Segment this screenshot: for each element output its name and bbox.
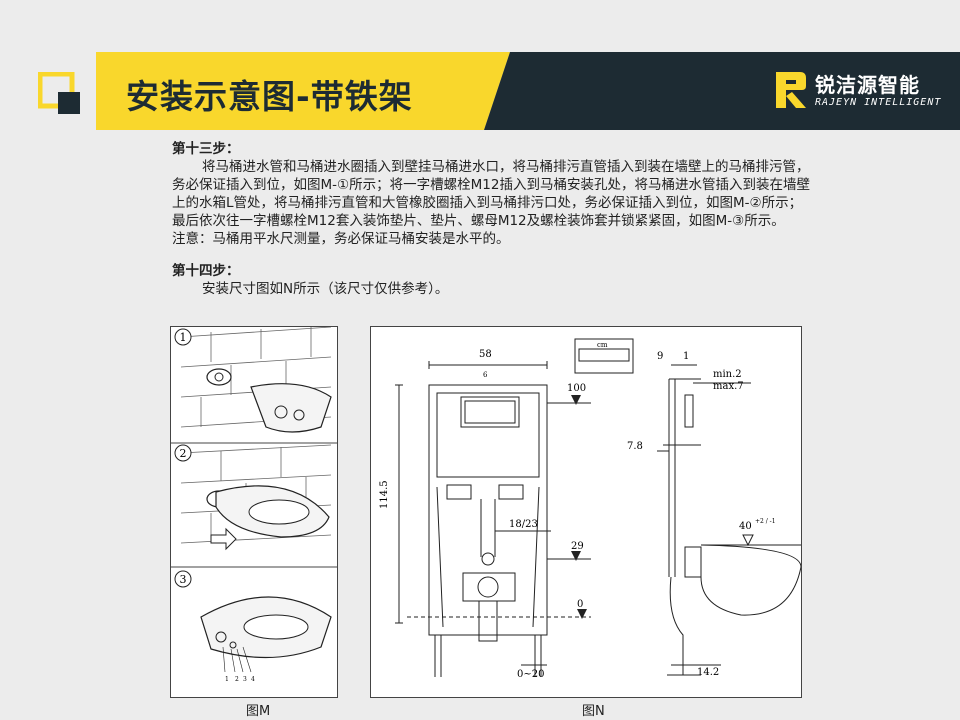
part-label-4: 4	[251, 676, 255, 683]
ruler-cm: cm	[597, 341, 608, 349]
panel-3-number: 3	[180, 573, 187, 586]
panel-1-number: 1	[180, 331, 187, 344]
dim-7-8: 7.8	[627, 441, 643, 452]
part-label-1: 1	[225, 676, 229, 683]
dim-min: min.2	[713, 369, 742, 380]
figure-n-drawing: 58 6 100 114.5 18/23 29 0 0~20 cm 9 1 mi…	[379, 338, 802, 680]
dim-40-tolerance: +2 / -1	[755, 518, 776, 525]
figure-m-drawing: 1 2 3 1 2 3 4	[171, 326, 337, 683]
dim-height: 114.5	[379, 480, 390, 509]
square-logo-icon	[38, 72, 80, 114]
dim-1: 1	[683, 351, 689, 362]
dim-100: 100	[567, 383, 586, 394]
brand-logo-icon	[774, 72, 806, 108]
brand-name-cn: 锐洁源智能	[815, 73, 920, 97]
part-label-3: 3	[243, 676, 247, 683]
step14-body: 安装尺寸图如N所示（该尺寸仅供参考）。	[202, 281, 449, 297]
part-label-2: 2	[235, 676, 239, 683]
instructions: 第十三步： 将马桶进水管和马桶进水圈插入到壁挂马桶进水口，将马桶排污直管插入到装…	[172, 140, 812, 298]
dim-0-20: 0~20	[517, 669, 544, 680]
dim-40: 40	[739, 521, 752, 532]
dim-width: 58	[479, 349, 492, 360]
dim-29: 29	[571, 541, 584, 552]
step13-title: 第十三步：	[172, 141, 240, 157]
step13-note: 注意：马桶用平水尺测量，务必保证马桶安装是水平的。	[172, 231, 510, 247]
dim-14-2: 14.2	[697, 667, 719, 678]
dim-9: 9	[657, 351, 663, 362]
page-title: 安装示意图-带铁架	[126, 77, 413, 116]
slide-header: 安装示意图-带铁架 锐洁源智能 RAJEYN INTELLIGENT	[0, 52, 960, 130]
figure-n: 58 6 100 114.5 18/23 29 0 0~20 cm 9 1 mi…	[370, 326, 802, 698]
step13-body: 将马桶进水管和马桶进水圈插入到壁挂马桶进水口，将马桶排污直管插入到装在墙壁上的马…	[172, 159, 810, 229]
step14-title: 第十四步：	[172, 263, 240, 279]
dim-0: 0	[577, 599, 583, 610]
dim-18-23: 18/23	[509, 519, 538, 530]
header-banner	[96, 52, 960, 130]
panel-2-number: 2	[180, 447, 187, 460]
figure-m-caption: 图M	[246, 704, 271, 719]
figure-m: 1 2 3 1 2 3 4	[170, 326, 338, 698]
dim-max: max.7	[713, 381, 744, 392]
figure-n-caption: 图N	[582, 704, 605, 719]
brand-name-en: RAJEYN INTELLIGENT	[815, 97, 942, 108]
dim-small: 6	[483, 371, 488, 379]
